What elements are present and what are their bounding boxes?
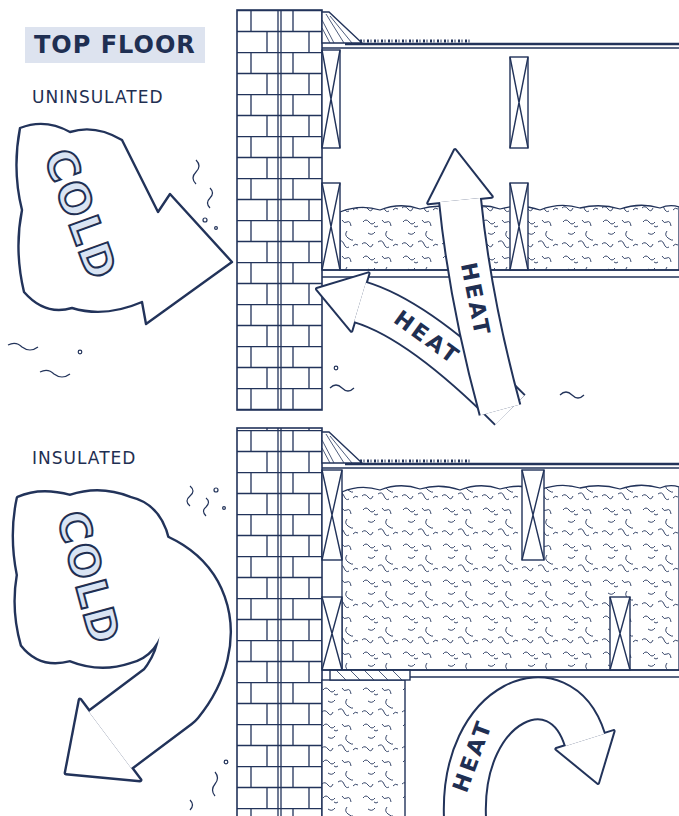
framing-stud [336,670,402,680]
wind-squiggle [193,160,199,184]
wind-squiggle [223,507,226,510]
wind-squiggle [40,370,70,377]
framing-stud [510,57,528,148]
ceiling-board [322,670,679,677]
roof-deck [360,460,470,463]
framing-stud [522,470,544,560]
wind-squiggle [203,218,207,222]
heat-arrow [428,150,492,203]
framing-stud [322,470,630,680]
framing-stud [522,470,544,560]
brick-wall [237,428,322,816]
roof-deck [322,467,679,469]
insulation-batt [342,485,679,670]
cold-arrow [14,491,195,780]
framing-stud [510,183,528,270]
heat-arrow-text: HEAT [450,717,497,796]
panel-heading: INSULATED [32,448,136,468]
roof-deck [322,47,679,49]
roof-deck [322,432,679,468]
cold-arrow [16,124,232,324]
wind-squiggle [190,800,193,810]
roof-deck [322,12,679,48]
wind-squiggle [224,760,228,764]
cold-arrow [16,124,232,324]
heat-arrow [428,150,500,410]
wind-squiggle [560,392,584,398]
framing-stud [322,183,340,270]
framing-stud [322,597,342,670]
cold-arrow [66,700,140,780]
cold-arrow [110,560,195,740]
wind-squiggle [187,486,193,506]
framing-stud [322,50,340,148]
framing-stud [322,470,342,560]
insulation-batt [322,485,679,816]
roof-deck [345,43,679,46]
framing-stud [322,50,528,270]
cold-arrow-text: COLD [37,144,123,286]
roof-deck [322,12,362,43]
framing-stud [322,597,342,670]
roof-deck [322,434,352,463]
wind-squiggle [213,772,218,796]
framing-stud [322,183,340,270]
heat-arrow-text: HEAT [457,261,493,340]
wind-squiggle [214,488,218,492]
framing-stud [330,670,410,680]
roof-deck [322,432,362,463]
framing-stud [610,597,630,670]
wind-squiggle [334,366,338,370]
wind-squiggle [8,343,38,350]
heat-arrow-text: HEAT [390,307,464,369]
heat-arrow [317,273,369,330]
framing-stud [610,597,630,670]
wind-squiggle [330,385,354,391]
framing-stud [322,470,342,560]
framing-stud [510,183,528,270]
wind-squiggle [204,498,209,516]
wind-squiggle [208,188,213,208]
framing-stud [322,50,340,148]
ceiling-board [322,670,679,677]
wind-squiggle [215,227,218,230]
brick-wall [237,428,322,816]
ceiling-board [322,270,679,277]
roof-deck [322,14,352,43]
brick-wall [237,10,322,410]
roof-deck [360,40,470,43]
heat-arrow [428,150,492,203]
wind-squiggle [187,486,228,810]
heat-arrow [465,698,614,816]
panel-heading: UNINSULATED [32,87,164,107]
title-box: TOP FLOOR [25,27,205,63]
heat-arrow [556,731,613,783]
roof-deck [345,463,679,466]
cold-arrow-text: COLD [50,507,126,649]
brick-wall [237,10,322,410]
ceiling-board [322,270,679,277]
framing-stud [510,57,528,148]
insulation-batt [322,680,405,816]
wind-squiggle [78,350,82,354]
